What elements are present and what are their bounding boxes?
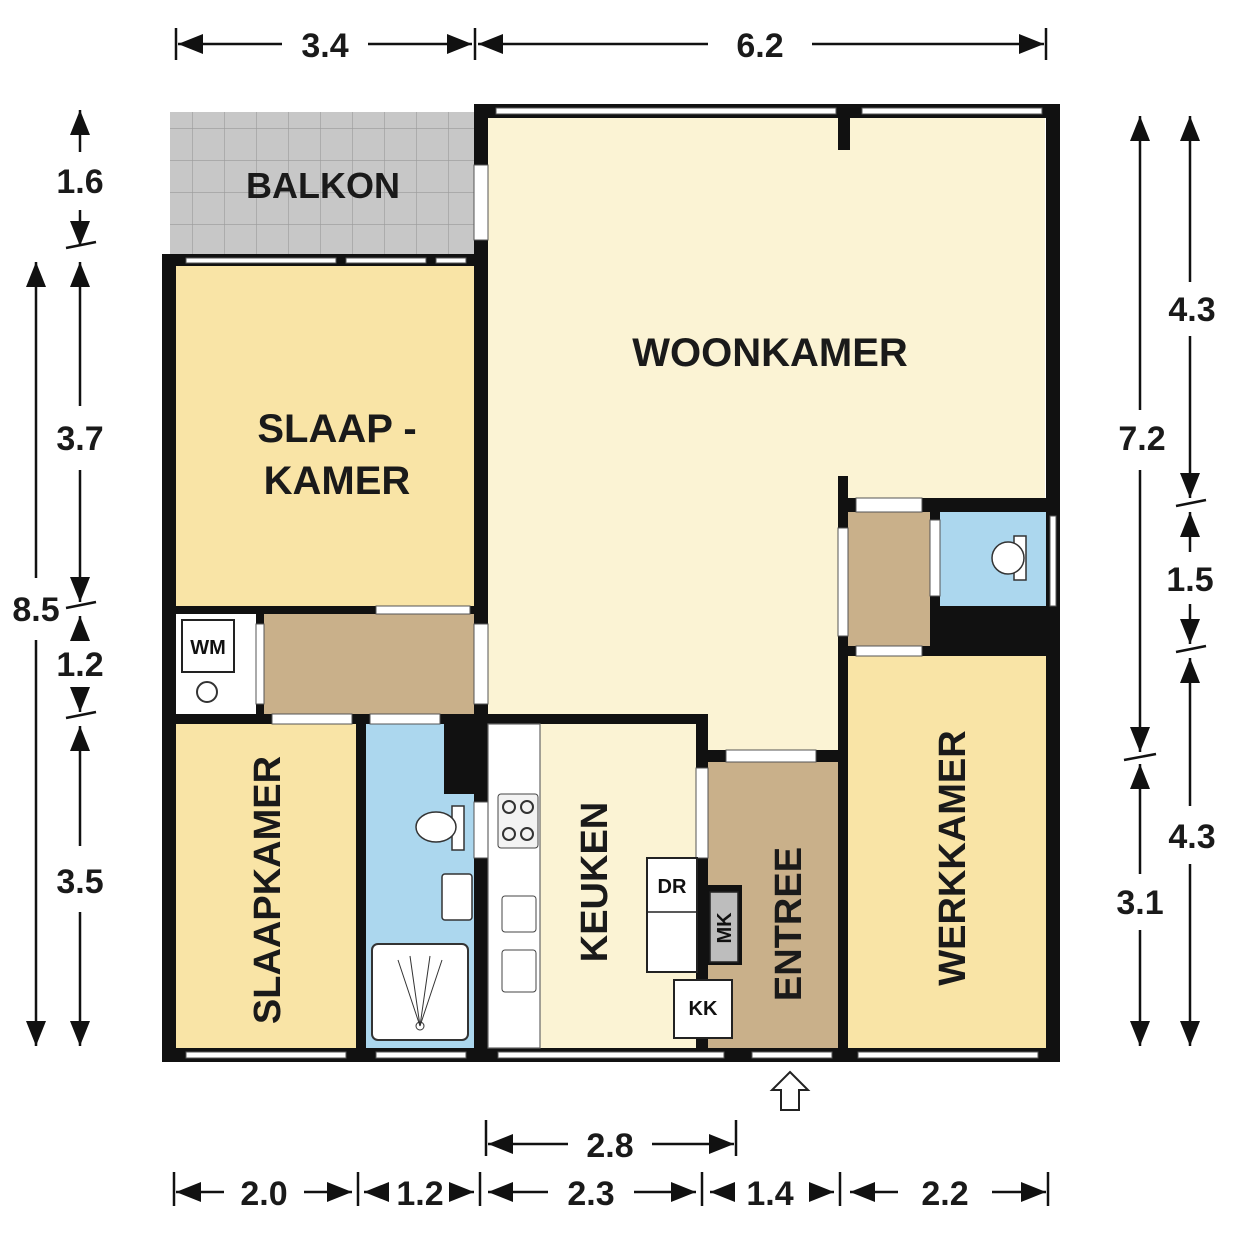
washing-machine-icon — [181, 619, 235, 703]
entrance-arrow-icon — [769, 1070, 811, 1111]
dim-right-outer-2: 3.1 — [1116, 884, 1163, 922]
dryer-label: DR — [658, 876, 687, 898]
openings — [185, 107, 1057, 1059]
room-label-balkon: BALKON — [246, 165, 400, 206]
dimension-lines — [26, 28, 1207, 1206]
room-label-slaapkamer-top-line1: SLAAP - — [257, 407, 416, 451]
toilet-icon-2 — [991, 535, 1027, 581]
fridge-label: KK — [689, 998, 718, 1020]
dim-left-2: 3.7 — [56, 420, 103, 458]
closet-floor — [848, 512, 930, 646]
dim-right-3: 4.3 — [1168, 818, 1215, 856]
dim-right-outer-1: 7.2 — [1118, 420, 1165, 458]
dim-bottom-5: 2.2 — [921, 1175, 968, 1213]
meter-cupboard-label: MK — [714, 912, 736, 944]
dim-top-2: 6.2 — [736, 27, 783, 65]
dim-top-1: 3.4 — [301, 27, 348, 65]
dim-bottom-1: 2.0 — [240, 1175, 287, 1213]
dim-left-1: 1.6 — [56, 163, 103, 201]
dim-left-4: 3.5 — [56, 863, 103, 901]
room-label-slaapkamer-top-line2: KAMER — [264, 459, 411, 503]
toilet-icon — [415, 805, 465, 851]
meter-cupboard-icon — [709, 891, 739, 963]
dim-left-3: 1.2 — [56, 646, 103, 684]
dim-bottom-4: 1.4 — [746, 1175, 793, 1213]
dim-bottom-2: 1.2 — [396, 1175, 443, 1213]
sink-icon — [441, 873, 473, 921]
room-label-entree: ENTREE — [768, 847, 810, 1001]
dim-right-2: 1.5 — [1166, 561, 1213, 599]
dim-right-1: 4.3 — [1168, 291, 1215, 329]
shower-icon — [371, 943, 469, 1041]
dim-bottom-inner: 2.8 — [586, 1127, 633, 1165]
bedroom-bottom-floor — [176, 724, 356, 1048]
bedroom-top-floor — [176, 266, 474, 606]
room-label-slaapkamer-bottom: SLAAPKAMER — [247, 756, 289, 1024]
hallway-floor — [264, 614, 474, 714]
living-room-floor-lower — [488, 490, 838, 750]
fridge-icon — [673, 979, 733, 1039]
kitchen-counter — [487, 723, 541, 1049]
dim-left-outer: 8.5 — [12, 591, 59, 629]
room-label-keuken: KEUKEN — [574, 802, 616, 962]
room-label-werkkamer: WERKKAMER — [932, 730, 974, 985]
living-room-floor — [488, 118, 1045, 498]
dim-bottom-3: 2.3 — [567, 1175, 614, 1213]
study-floor — [848, 656, 1046, 1048]
dryer-icon — [646, 857, 698, 973]
balcony-floor — [170, 112, 475, 255]
room-label-woonkamer: WOONKAMER — [632, 331, 908, 375]
washing-machine-label: WM — [190, 637, 226, 659]
